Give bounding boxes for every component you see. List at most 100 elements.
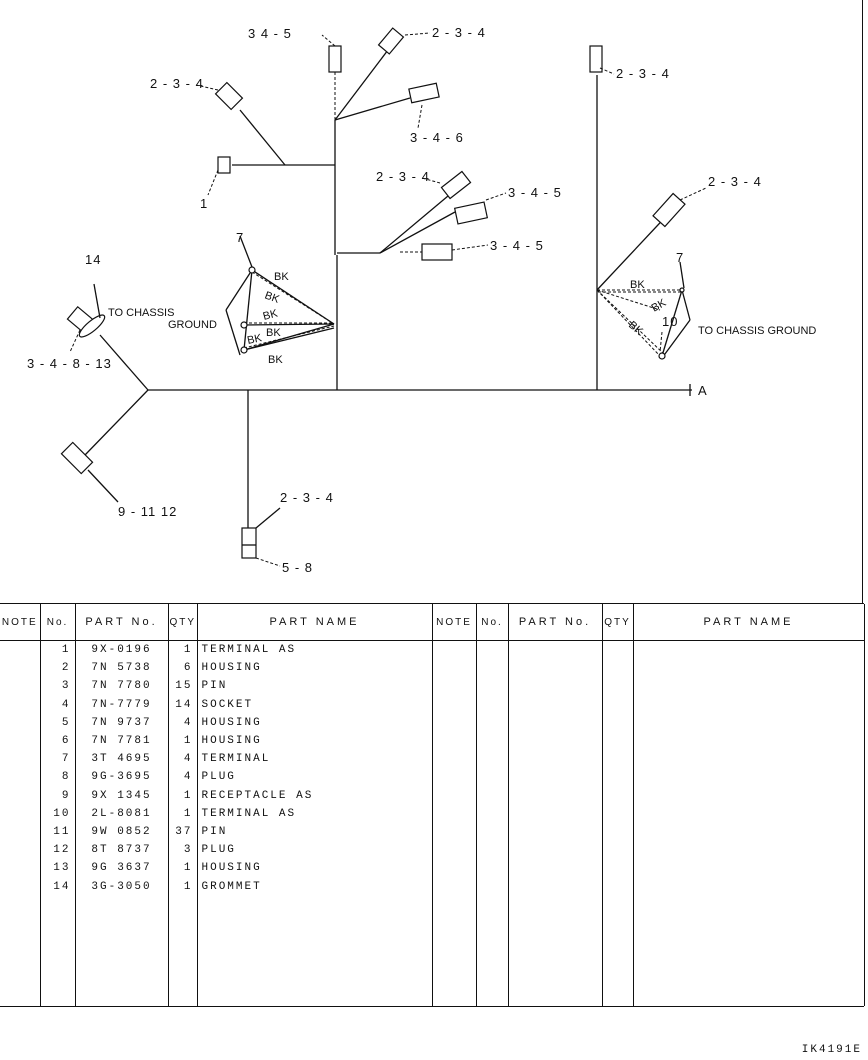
cell-note-2	[432, 822, 477, 842]
cell-part-no: 8T 8737	[75, 841, 169, 860]
cell-note	[0, 877, 41, 896]
empty-cell	[40, 895, 76, 1006]
cell-note	[0, 786, 41, 805]
cell-part-name-2	[633, 731, 865, 751]
cell-qty-2	[602, 695, 634, 714]
cell-part-no: 3G-3050	[75, 877, 169, 896]
cell-part-name: HOUSING	[197, 859, 433, 878]
empty-cell	[432, 895, 477, 1006]
cell-part-no-2	[508, 859, 603, 878]
cell-no: 5	[40, 713, 76, 732]
cell-part-name: SOCKET	[197, 695, 433, 714]
cell-part-no-2	[508, 750, 603, 769]
cell-note-2	[432, 695, 477, 714]
cell-no-2	[476, 713, 509, 732]
cell-qty-2	[602, 677, 634, 696]
wire-label-bk: BK	[274, 271, 289, 283]
cell-part-name-2	[633, 695, 865, 714]
cell-qty-2	[602, 731, 634, 751]
cell-part-no-2	[508, 822, 603, 842]
wiring-harness-diagram: 3 4 - 5 2 - 3 - 4 2 - 3 - 4 2 - 3 - 4 3 …	[27, 25, 816, 575]
cell-no-2	[476, 877, 509, 896]
wire-label-bk: BK	[650, 297, 669, 315]
cell-qty-2	[602, 877, 634, 896]
cell-qty: 14	[168, 695, 198, 714]
empty-cell	[476, 895, 509, 1006]
wire-label-bk: BK	[263, 290, 282, 307]
callout-10: 10	[662, 314, 678, 329]
cell-no-2	[476, 659, 509, 678]
cell-part-name: HOUSING	[197, 731, 433, 751]
callout-a: A	[698, 383, 708, 398]
cell-note	[0, 841, 41, 860]
callout-3-4-6: 3 - 4 - 6	[410, 130, 464, 145]
empty-cell	[75, 895, 169, 1006]
callout-14: 14	[85, 252, 101, 267]
main-trunk	[84, 75, 692, 528]
cell-note-2	[432, 786, 477, 805]
cell-note	[0, 713, 41, 732]
cell-note	[0, 659, 41, 678]
cell-part-name: PLUG	[197, 841, 433, 860]
cell-note-2	[432, 877, 477, 896]
callout-7-left: 7	[236, 230, 244, 245]
wire-label-bk: BK	[266, 327, 281, 339]
cell-part-no: 9G-3695	[75, 768, 169, 787]
header-qty: QTY	[168, 604, 198, 641]
cell-note-2	[432, 731, 477, 751]
cell-qty: 3	[168, 841, 198, 860]
cell-qty: 1	[168, 804, 198, 823]
header-note: NOTE	[0, 604, 41, 641]
cell-note	[0, 695, 41, 714]
wire-label-bk: BK	[262, 307, 280, 323]
cell-no: 14	[40, 877, 76, 896]
cell-part-no: 7N 9737	[75, 713, 169, 732]
cell-note	[0, 640, 41, 660]
wire-label-bk: BK	[246, 332, 263, 347]
upper-branches	[195, 27, 507, 261]
cell-part-name-2	[633, 822, 865, 842]
cell-no-2	[476, 677, 509, 696]
cell-qty: 1	[168, 877, 198, 896]
header-part-name: PART NAME	[197, 604, 433, 641]
table-filler-row	[0, 895, 865, 1006]
callout-2-3-4-top: 2 - 3 - 4	[432, 25, 486, 40]
left-components	[60, 283, 281, 567]
callout-3-4-5-mid-2: 3 - 4 - 5	[490, 238, 544, 253]
cell-no-2	[476, 786, 509, 805]
parts-list-table: NOTE No. PART No. QTY PART NAME NOTE No.…	[0, 604, 865, 1006]
cell-part-no: 7N 7781	[75, 731, 169, 751]
cell-note	[0, 859, 41, 878]
cell-note-2	[432, 841, 477, 860]
cell-part-no-2	[508, 659, 603, 678]
cell-no-2	[476, 841, 509, 860]
cell-qty-2	[602, 859, 634, 878]
page-right-border	[862, 0, 863, 604]
cell-part-no-2	[508, 731, 603, 751]
callout-2-3-4-right: 2 - 3 - 4	[708, 174, 762, 189]
callout-2-3-4-bottom: 2 - 3 - 4	[280, 490, 334, 505]
ground-label-left-line-1: TO CHASSIS	[108, 307, 174, 319]
cell-no-2	[476, 804, 509, 823]
cell-qty-2	[602, 713, 634, 732]
cell-part-no-2	[508, 841, 603, 860]
cell-part-no: 7N 7780	[75, 677, 169, 696]
cell-note	[0, 822, 41, 842]
empty-cell	[508, 895, 603, 1006]
cell-no-2	[476, 750, 509, 769]
cell-part-no-2	[508, 695, 603, 714]
cell-note	[0, 750, 41, 769]
cell-part-name-2	[633, 750, 865, 769]
callout-2-3-4-mid: 2 - 3 - 4	[376, 169, 430, 184]
cell-no-2	[476, 695, 509, 714]
cell-part-name-2	[633, 713, 865, 732]
cell-qty: 1	[168, 640, 198, 660]
cell-no: 11	[40, 822, 76, 842]
